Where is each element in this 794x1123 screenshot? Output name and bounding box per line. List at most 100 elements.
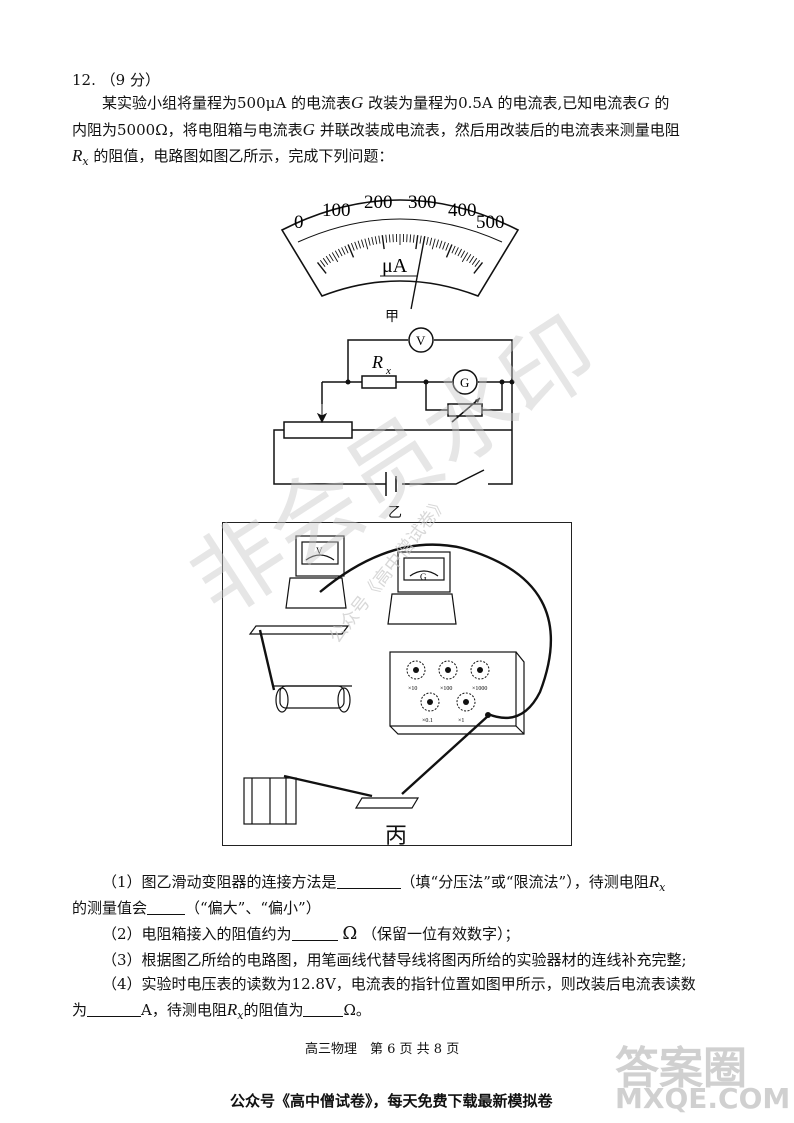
- meter-tick: [431, 238, 436, 250]
- answer-blank[interactable]: [147, 900, 186, 915]
- dial-knob[interactable]: [438, 660, 458, 680]
- meter-tick: [364, 238, 369, 250]
- meter-tick: [374, 236, 378, 245]
- meter-scale: [316, 234, 484, 274]
- galvanometer-device: [387, 593, 457, 625]
- meter-tick: [328, 254, 334, 262]
- meter-tick-label: 100: [322, 200, 351, 221]
- node-dot: [509, 379, 515, 385]
- meter-tick-label: 500: [476, 212, 505, 233]
- meter-tick: [461, 252, 469, 263]
- meter-tick: [331, 252, 339, 263]
- symbol-sub: x: [82, 155, 89, 168]
- dial-knob[interactable]: [456, 692, 476, 712]
- intro-line-1: 某实验小组将量程为500μA 的电流表G 改装为量程为0.5A 的电流表,已知电…: [102, 93, 669, 113]
- meter-tick: [409, 234, 412, 243]
- question-text: （保留一位有效数字）；: [362, 925, 520, 943]
- question-points: （9 分）: [100, 71, 160, 89]
- rheostat-device: [279, 685, 345, 709]
- question-number: 12.: [72, 71, 96, 89]
- meter-tick: [457, 248, 462, 257]
- dial-center: [445, 667, 451, 673]
- meter-tick: [471, 257, 478, 265]
- question-text: （填“分压法”或“限流法”），待测电阻: [400, 873, 649, 891]
- dial-knob[interactable]: [406, 660, 426, 680]
- voltmeter-symbol: [408, 327, 434, 353]
- rheostat-slider-arrow: [316, 404, 328, 424]
- page-footer: 高三物理 第 6 页 共 8 页: [305, 1042, 460, 1057]
- logo-watermark: 答案圈: [615, 1043, 747, 1094]
- meter-tick: [442, 241, 446, 250]
- meter-tick: [338, 248, 343, 257]
- dial-label: ×100: [440, 686, 452, 692]
- meter-needle: [410, 236, 426, 310]
- question-text: A，待测电阻: [141, 1001, 227, 1019]
- voltmeter-wire: [347, 339, 513, 382]
- dial-center: [427, 699, 433, 705]
- meter-tick: [460, 250, 466, 258]
- meter-tick-label: 0: [294, 212, 304, 233]
- wire-switch-to-box: [401, 715, 489, 795]
- question-text: （1）图乙滑动变阻器的连接方法是: [102, 873, 337, 891]
- resistance-box-device: [389, 651, 517, 727]
- meter-face: [280, 199, 520, 297]
- symbol-sub: x: [237, 1009, 244, 1022]
- meter-tick: [469, 255, 475, 264]
- figure-label-jia: 甲: [385, 309, 399, 325]
- meter-tick: [388, 234, 391, 243]
- intro-text: 并联改装成电流表，然后用改装后的电流表来测量电阻: [314, 121, 680, 139]
- meter-tick: [347, 244, 355, 258]
- meter-inner-arc: [297, 218, 503, 243]
- site-watermark: MXQE.COM: [615, 1082, 791, 1115]
- answer-blank[interactable]: [87, 1002, 142, 1017]
- wire-battery-to-switch: [283, 774, 373, 798]
- answer-blank[interactable]: [291, 926, 338, 941]
- question-1-line-1: （1）图乙滑动变阻器的连接方法是（填“分压法”或“限流法”），待测电阻Rx: [102, 872, 665, 898]
- dial-label: ×10: [408, 686, 417, 692]
- meter-tick: [429, 237, 433, 246]
- question-2: （2）电阻箱接入的阻值约为 Ω （保留一位有效数字）；: [102, 924, 520, 944]
- intro-text: 某实验小组将量程为: [102, 94, 238, 112]
- slide-rheostat: [283, 421, 353, 439]
- meter-tick: [341, 247, 346, 255]
- dial-label: ×1000: [472, 686, 487, 692]
- meter-tick: [419, 235, 422, 244]
- symbol-r: R: [648, 872, 660, 891]
- meter-tick-label: 300: [408, 192, 437, 213]
- meter-tick: [454, 247, 459, 255]
- apparatus-frame: [222, 522, 572, 846]
- meter-tick: [361, 239, 365, 248]
- intro-text: 的: [649, 94, 670, 112]
- unit-ohm: Ω: [343, 1001, 356, 1019]
- voltmeter-device: [285, 577, 347, 609]
- answer-blank[interactable]: [303, 1002, 344, 1017]
- question-text: （4）实验时电压表的读数为: [102, 975, 292, 993]
- meter-tick-label: 400: [448, 200, 477, 221]
- dial-knob[interactable]: [420, 692, 440, 712]
- dial-knob[interactable]: [470, 660, 490, 680]
- circuit-figure: V G R x: [273, 327, 515, 496]
- intro-line-3: Rx 的阻值，电路图如图乙所示，完成下列问题：: [72, 146, 393, 172]
- intro-text: 改装为量程为: [363, 94, 459, 112]
- question-1-line-2: 的测量值会（“偏大”、“偏小”）: [72, 898, 321, 918]
- question-text: 。: [355, 1001, 371, 1019]
- galvanometer-label: G: [460, 375, 469, 390]
- voltage-value: 12.8V: [291, 975, 336, 993]
- meter-tick: [445, 244, 453, 258]
- meter-tick: [412, 234, 415, 243]
- wire-galv-to-box: [319, 543, 553, 719]
- apparatus-galvanometer-label: G: [420, 572, 427, 582]
- question-text: （“偏大”、“偏小”）: [185, 899, 321, 917]
- meter-tick: [357, 240, 361, 249]
- figure-label-bing: 丙: [385, 824, 408, 849]
- intro-text: 的电流表: [286, 94, 352, 112]
- meter-tick: [381, 235, 385, 250]
- dial-center: [413, 667, 419, 673]
- dial-center: [477, 667, 483, 673]
- meter-figure: 0 100 200 300 400 500 μA: [280, 192, 520, 310]
- figure-label-yi: 乙: [388, 505, 402, 521]
- question-text: 的阻值为: [243, 1001, 304, 1019]
- question-text: （3）根据图乙所给的电路图，用笔画线代替导线将图丙所给的实验器材的连线补充完整;: [102, 951, 687, 969]
- answer-blank[interactable]: [336, 874, 401, 889]
- rheostat-rail: [248, 625, 350, 635]
